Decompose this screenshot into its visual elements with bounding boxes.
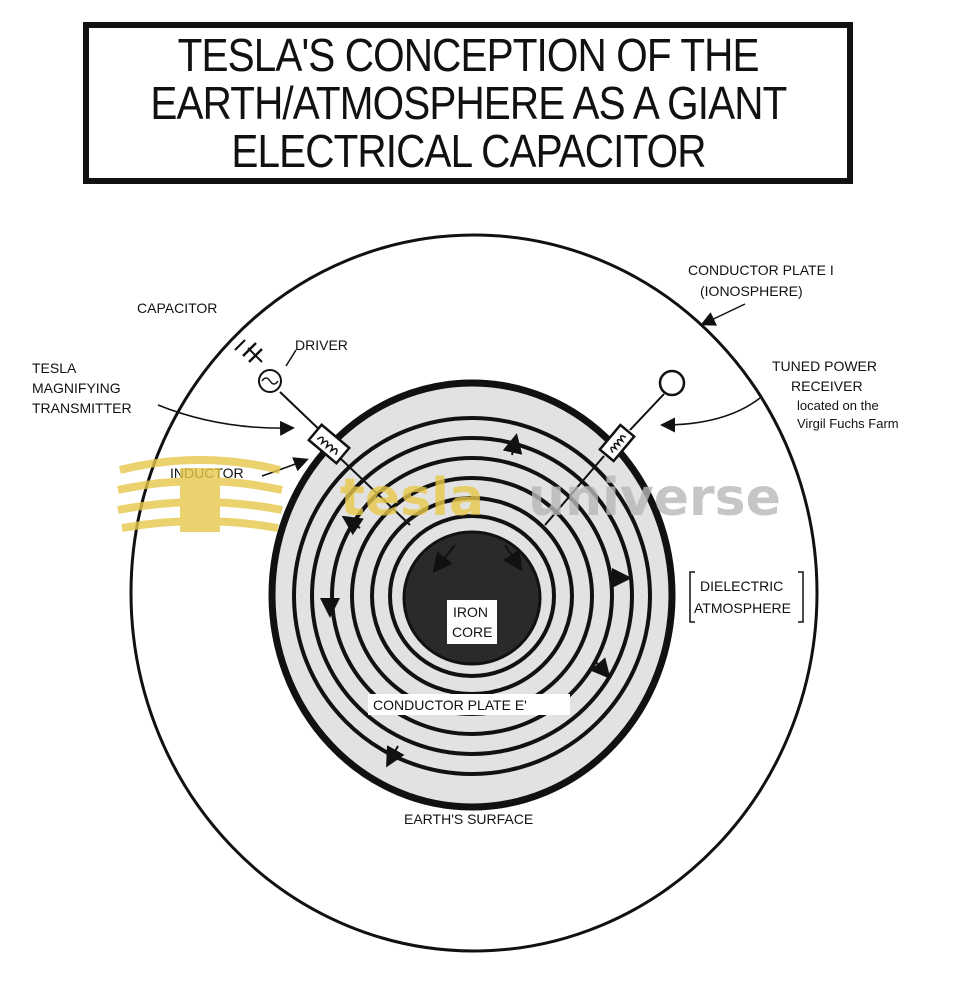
receiver-assembly [544, 369, 686, 526]
capacitor-symbol-icon [242, 342, 263, 363]
label-dielectric-1: DIELECTRIC [700, 578, 783, 594]
label-dielectric-2: ATMOSPHERE [694, 600, 791, 616]
inductor-coil-icon [307, 423, 351, 465]
current-arrows [320, 433, 632, 768]
label-transmitter-1: TESLA [32, 360, 77, 376]
receiver-antenna-icon [658, 369, 686, 397]
title-line-2: EARTH/ATMOSPHERE AS A GIANT [149, 77, 787, 129]
label-earths-surface: EARTH'S SURFACE [404, 811, 533, 827]
leader-lines [157, 303, 761, 477]
label-transmitter-2: MAGNIFYING [32, 380, 121, 396]
title-line-3: ELECTRICAL CAPACITOR [230, 125, 706, 177]
label-receiver-2: RECEIVER [791, 378, 863, 394]
label-conductor-plate-e: CONDUCTOR PLATE E' [373, 697, 527, 713]
title-box: TESLA'S CONCEPTION OF THE EARTH/ATMOSPHE… [83, 22, 853, 184]
label-receiver-4: Virgil Fuchs Farm [797, 416, 899, 431]
label-driver: DRIVER [295, 337, 348, 353]
dielectric-brackets [689, 571, 804, 623]
label-receiver-3: located on the [797, 398, 879, 413]
watermark-word-2: universe [528, 468, 781, 528]
label-receiver-1: TUNED POWER [772, 358, 877, 374]
ionosphere-boundary [129, 233, 819, 953]
label-iron-core-2: CORE [452, 624, 492, 640]
label-capacitor: CAPACITOR [137, 300, 217, 316]
watermark: tesla universe [117, 456, 781, 532]
label-conductor-plate-i-1: CONDUCTOR PLATE I [688, 262, 834, 278]
watermark-logo-icon [117, 456, 283, 532]
label-transmitter-3: TRANSMITTER [32, 400, 132, 416]
receiver-coil-icon [598, 423, 636, 463]
label-iron-core-1: IRON [453, 604, 488, 620]
iron-core [402, 530, 542, 666]
watermark-word-1: tesla [340, 468, 484, 528]
label-conductor-plate-i-2: (IONOSPHERE) [700, 283, 803, 299]
transmitter-assembly [234, 339, 411, 526]
title-line-1: TESLA'S CONCEPTION OF THE [177, 29, 759, 81]
